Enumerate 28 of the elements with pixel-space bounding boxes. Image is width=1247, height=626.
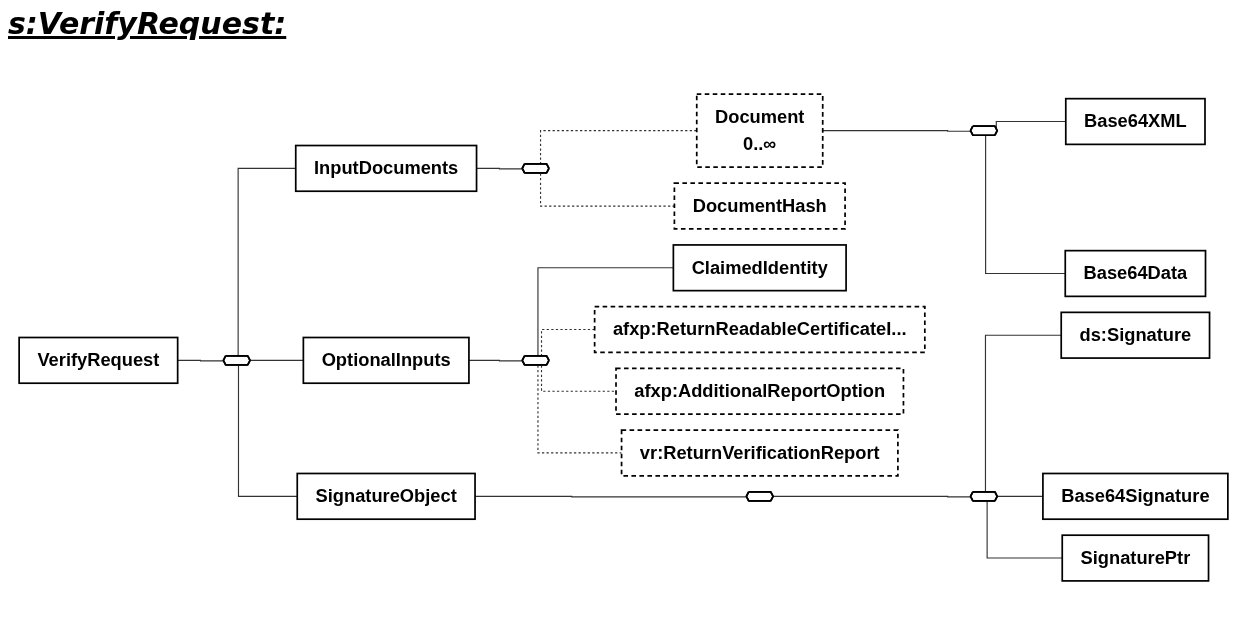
connector [984, 334, 1062, 493]
connector [476, 167, 524, 170]
node-box: Base64XML [1064, 97, 1206, 146]
node-box: Document 0..∞ [695, 93, 824, 169]
node-box: vr:ReturnVerificationReport [620, 429, 899, 477]
diagram-title: s:VerifyRequest: [8, 6, 287, 41]
node-box: InputDocuments [294, 144, 478, 193]
node-box: Base64Signature [1042, 472, 1229, 521]
node-box: SignatureObject [296, 472, 476, 521]
connector [822, 130, 972, 132]
node-box: afxp:ReturnReadableCertificateI... [593, 305, 926, 354]
connector [250, 359, 304, 362]
node-box: ClaimedIdentity [672, 244, 847, 292]
node-box: DocumentHash [673, 182, 846, 230]
node-box: OptionalInputs [302, 336, 470, 385]
node-box: afxp:AdditionalReportOption [615, 367, 905, 415]
connector [773, 495, 972, 498]
node-box: SignaturePtr [1061, 534, 1210, 582]
connector [540, 364, 617, 392]
node-box: Base64Data [1064, 249, 1207, 298]
connector [177, 359, 225, 362]
connector [237, 364, 298, 497]
connector [468, 359, 524, 362]
connector [986, 500, 1063, 559]
node-box: VerifyRequest [18, 336, 179, 385]
connector [537, 267, 674, 357]
node-box: ds:Signature [1060, 311, 1211, 359]
connector [985, 135, 1066, 275]
